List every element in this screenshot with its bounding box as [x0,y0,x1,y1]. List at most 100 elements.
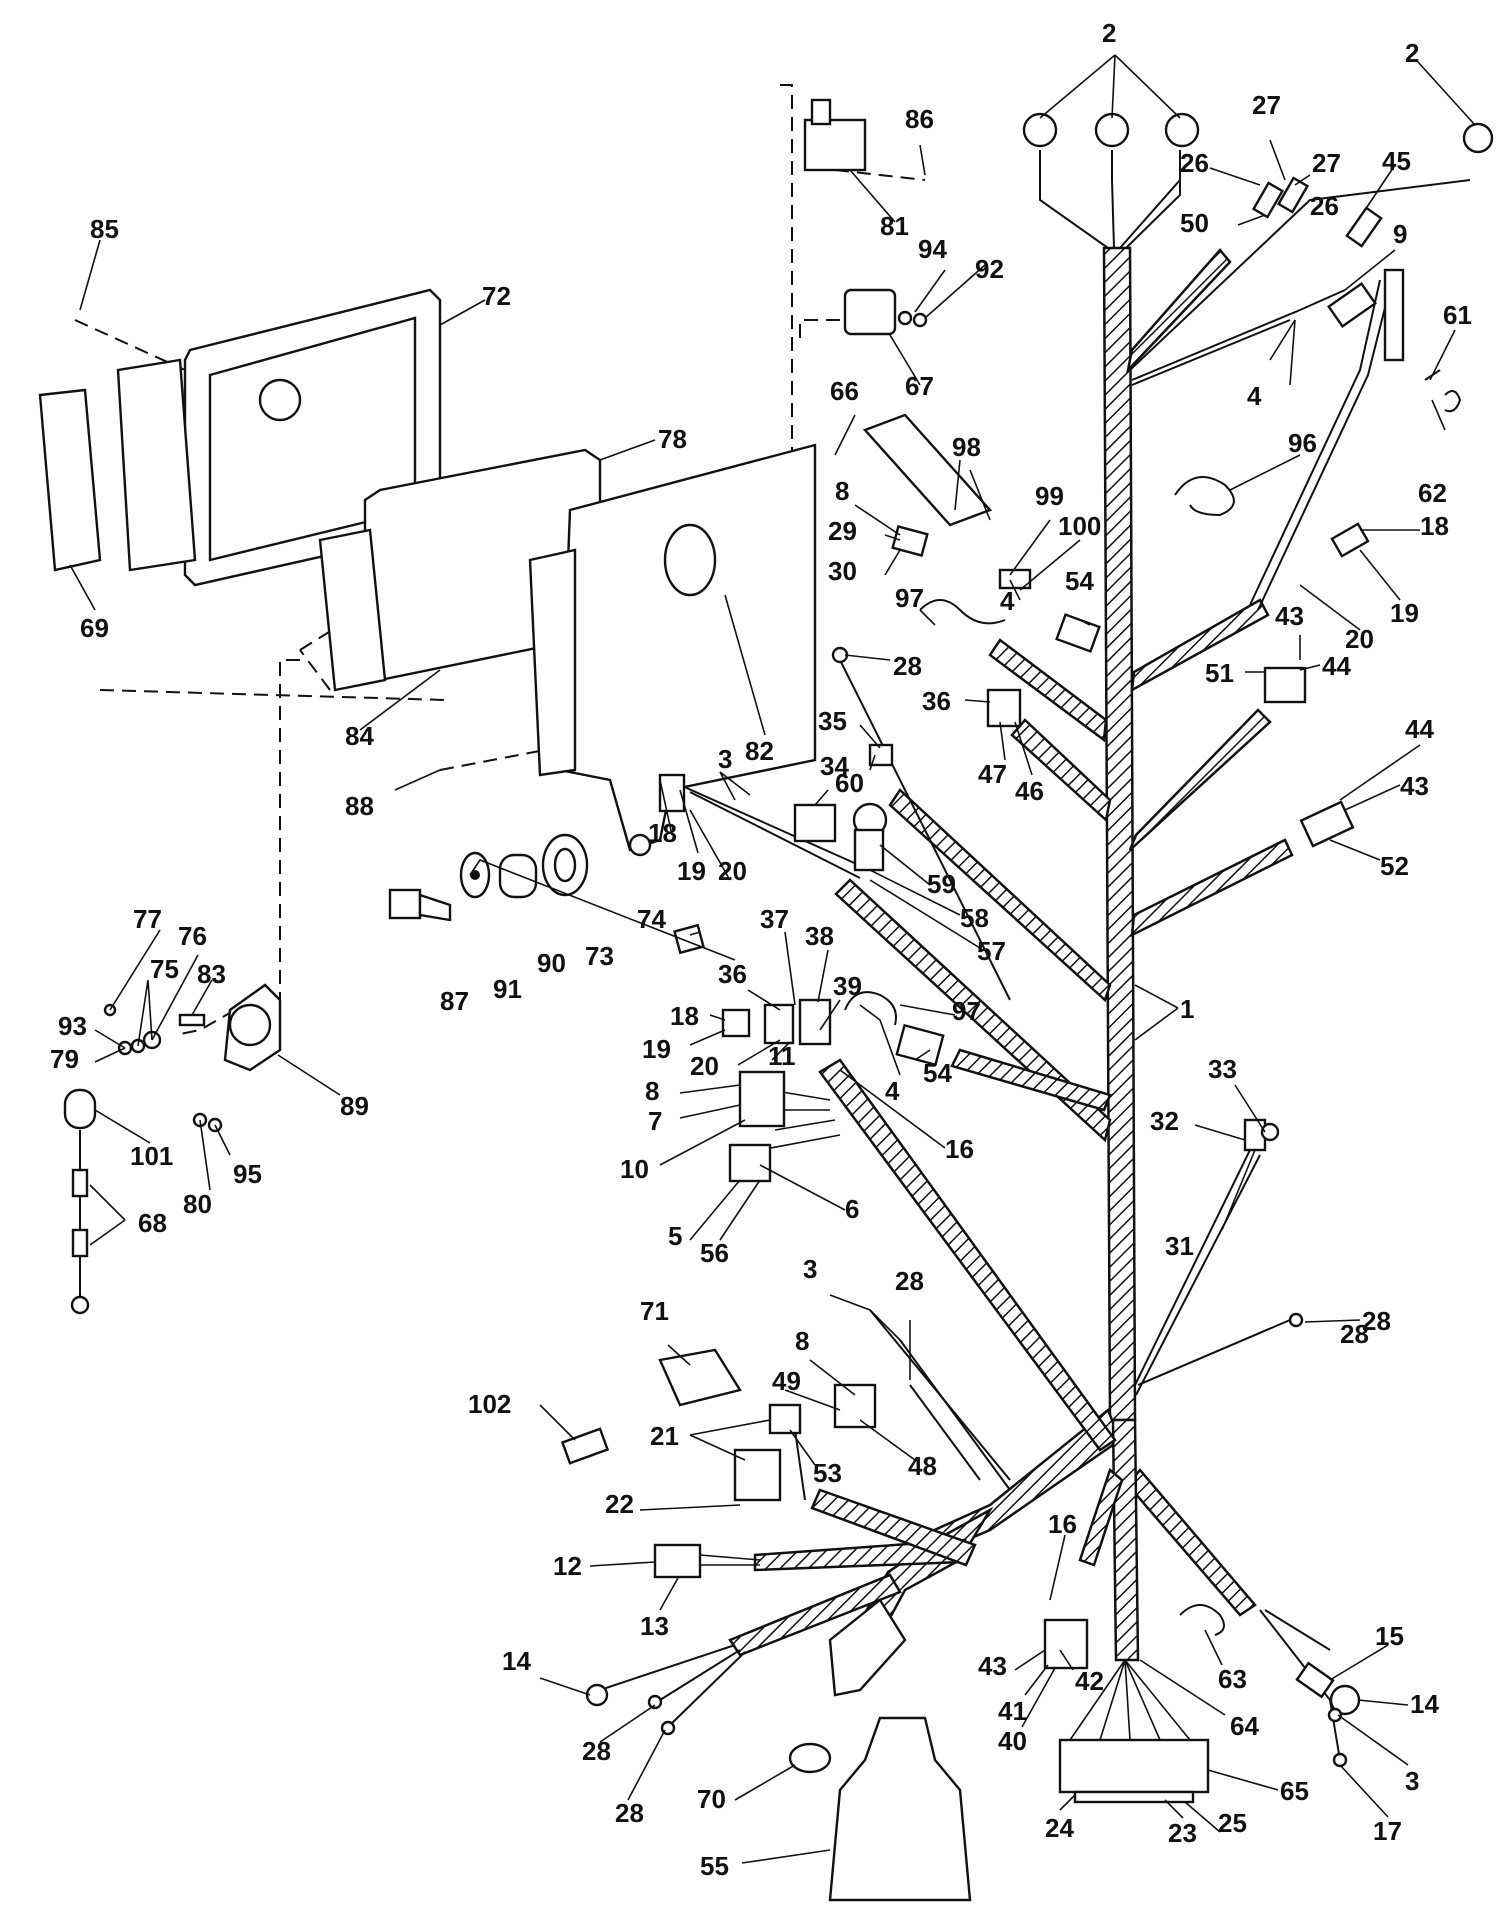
callout-label: 95 [233,1159,262,1189]
callout-label: 55 [700,1851,729,1881]
callout-label: 74 [637,904,666,934]
callout-label: 4 [1247,381,1262,411]
callout-label: 67 [905,371,934,401]
components [38,98,1494,1902]
connector-12 [653,1543,702,1579]
callout-label: 38 [805,921,834,951]
callout-label: 8 [645,1076,659,1106]
callout-label: 97 [895,583,924,613]
callout-label: 53 [813,1458,842,1488]
callout-label: 48 [908,1451,937,1481]
callout-label: 30 [828,556,857,586]
callout-label: 46 [1015,776,1044,806]
callout-label: 16 [1048,1509,1077,1539]
callout-label: 42 [1075,1666,1104,1696]
callout-label: 20 [1345,624,1374,654]
callout-label: 87 [440,986,469,1016]
callout-label: 88 [345,791,374,821]
callout-label: 39 [833,971,862,1001]
connector-24 [1058,1738,1210,1794]
callout-label: 17 [1373,1816,1402,1846]
callout-label: 2 [1102,18,1116,48]
callout-label: 27 [1252,90,1281,120]
callout-label: 22 [605,1489,634,1519]
callout-label: 47 [978,759,1007,789]
bracket-71 [658,1348,742,1407]
callout-label: 97 [952,996,981,1026]
callout-label: 85 [90,214,119,244]
callout-label: 52 [1380,851,1409,881]
callout-label: 9 [1393,219,1407,249]
callout-label: 91 [493,974,522,1004]
leader-lines [69,54,1476,1864]
callout-label: 41 [998,1696,1027,1726]
callout-label: 14 [502,1646,531,1676]
callout-label: 43 [1275,601,1304,631]
callout-label: 43 [978,1651,1007,1681]
callout-label: 61 [1443,300,1472,330]
callout-label: 54 [1065,566,1094,596]
callout-label: 26 [1180,148,1209,178]
callout-label: 81 [880,211,909,241]
callout-label: 62 [1418,478,1447,508]
callout-label: 75 [150,954,179,984]
callout-label: 36 [718,959,747,989]
callout-label: 4 [1000,586,1015,616]
callout-label: 18 [1420,511,1449,541]
callout-label: 31 [1165,1231,1194,1261]
callout-label: 65 [1280,1776,1309,1806]
callout-label: 77 [133,904,162,934]
callout-label: 76 [178,921,207,951]
connector-40 [1043,1618,1089,1670]
callout-label: 13 [640,1611,669,1641]
callout-label: 71 [640,1296,669,1326]
callout-label: 14 [1410,1689,1439,1719]
relay-81 [803,118,867,172]
callout-label: 45 [1382,146,1411,176]
callout-label: 28 [582,1736,611,1766]
callout-label: 21 [650,1421,679,1451]
callout-label: 35 [818,706,847,736]
ring-terminal-2c [1164,112,1200,148]
callout-label: 86 [905,104,934,134]
callout-label: 19 [1390,598,1419,628]
callout-label: 33 [1208,1054,1237,1084]
callout-label: 54 [923,1058,952,1088]
callout-label: 79 [50,1044,79,1074]
callout-label: 66 [830,376,859,406]
callout-label: 43 [1400,771,1429,801]
callout-label: 24 [1045,1813,1074,1843]
callout-label: 40 [998,1726,1027,1756]
callout-label: 56 [700,1238,729,1268]
callout-label: 28 [895,1266,924,1296]
callout-label: 3 [803,1254,817,1284]
callout-label: 49 [772,1366,801,1396]
callout-label: 64 [1230,1711,1259,1741]
callout-label: 20 [690,1051,719,1081]
callout-label: 3 [718,744,732,774]
callout-label: 8 [795,1326,809,1356]
boot-55 [828,1716,972,1902]
callout-label: 3 [1405,1766,1419,1796]
callout-label: 27 [1312,148,1341,178]
callout-label: 37 [760,904,789,934]
callout-label: 68 [138,1208,167,1238]
wires [599,150,1471,1761]
callout-label: 19 [642,1034,671,1064]
ring-terminal-2a [1022,112,1058,148]
bracket-66 [558,443,817,852]
callout-label: 23 [1168,1818,1197,1848]
callout-label: 25 [1218,1808,1247,1838]
ring-terminal-2b [1094,112,1130,148]
callout-label: 78 [658,424,687,454]
callout-label: 8 [835,476,849,506]
callout-label: 69 [80,613,109,643]
callout-label: 80 [183,1189,212,1219]
callout-label: 60 [835,768,864,798]
callout-label: 96 [1288,428,1317,458]
ring-terminal-2d [1462,122,1494,154]
callout-label: 44 [1322,651,1351,681]
callout-label: 70 [697,1784,726,1814]
callout-label: 90 [537,948,566,978]
callout-label: 18 [648,818,677,848]
